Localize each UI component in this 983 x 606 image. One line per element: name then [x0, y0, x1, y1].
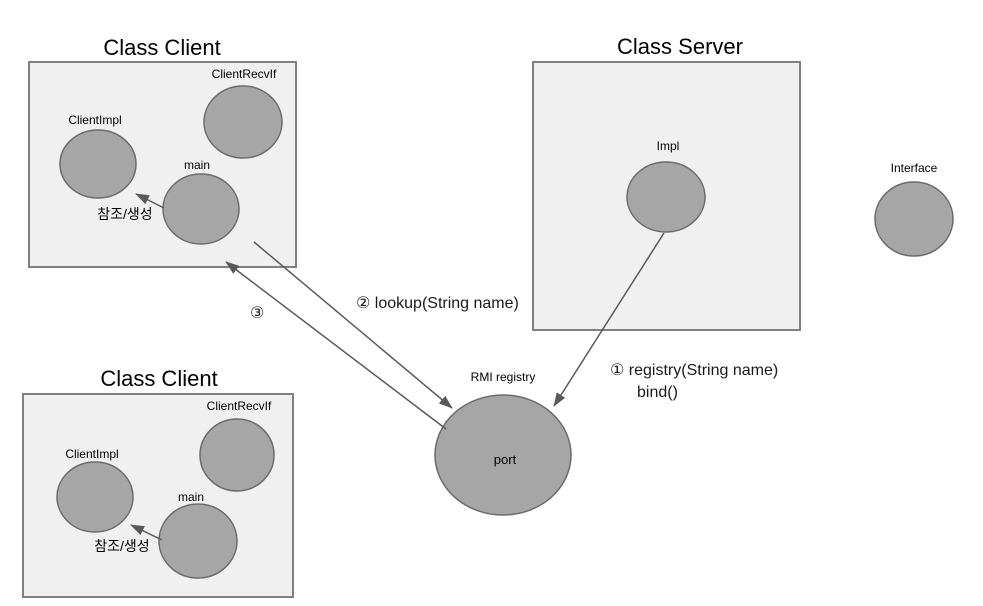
server-title: Class Server — [617, 34, 743, 59]
registry-port-label: port — [494, 452, 517, 467]
client-top-ref-arrow — [135, 193, 165, 209]
lookup-arrow-label: ② lookup(String name) — [356, 295, 519, 312]
client-bottom-impl-label: ClientImpl — [65, 447, 118, 461]
client-top-impl-node — [59, 129, 137, 199]
interface-label: Interface — [891, 161, 938, 175]
client-bottom-impl-node — [56, 461, 134, 533]
client-top-recv-label: ClientRecvIf — [212, 67, 277, 81]
client-bottom-recv-node — [199, 418, 275, 492]
register-arrow-label-line2: bind() — [637, 384, 678, 401]
register-arrow — [553, 232, 665, 407]
client-bottom-ref-arrow — [130, 524, 163, 541]
client-top-title: Class Client — [103, 35, 220, 60]
client-bottom-title: Class Client — [100, 366, 217, 391]
register-arrow-label-line1: ① registry(String name) — [610, 362, 778, 379]
client-top-ref-arrow-label: 참조/생성 — [97, 206, 152, 222]
client-top-main-label: main — [184, 158, 210, 172]
registry-node — [434, 394, 572, 516]
return-arrow-label: ③ — [250, 305, 264, 322]
server-impl-node — [626, 161, 706, 233]
client-bottom-main-node — [158, 503, 238, 579]
return-arrow — [225, 261, 447, 430]
interface-node — [874, 181, 954, 257]
server-impl-label: Impl — [657, 139, 680, 153]
client-bottom-main-label: main — [178, 490, 204, 504]
registry-label: RMI registry — [471, 370, 536, 384]
client-bottom-recv-label: ClientRecvIf — [207, 399, 272, 413]
client-top-recv-node — [203, 85, 283, 159]
client-bottom-ref-arrow-label: 참조/생성 — [94, 538, 149, 554]
client-top-impl-label: ClientImpl — [68, 113, 121, 127]
client-top-main-node — [162, 173, 240, 245]
lookup-arrow — [253, 241, 453, 409]
